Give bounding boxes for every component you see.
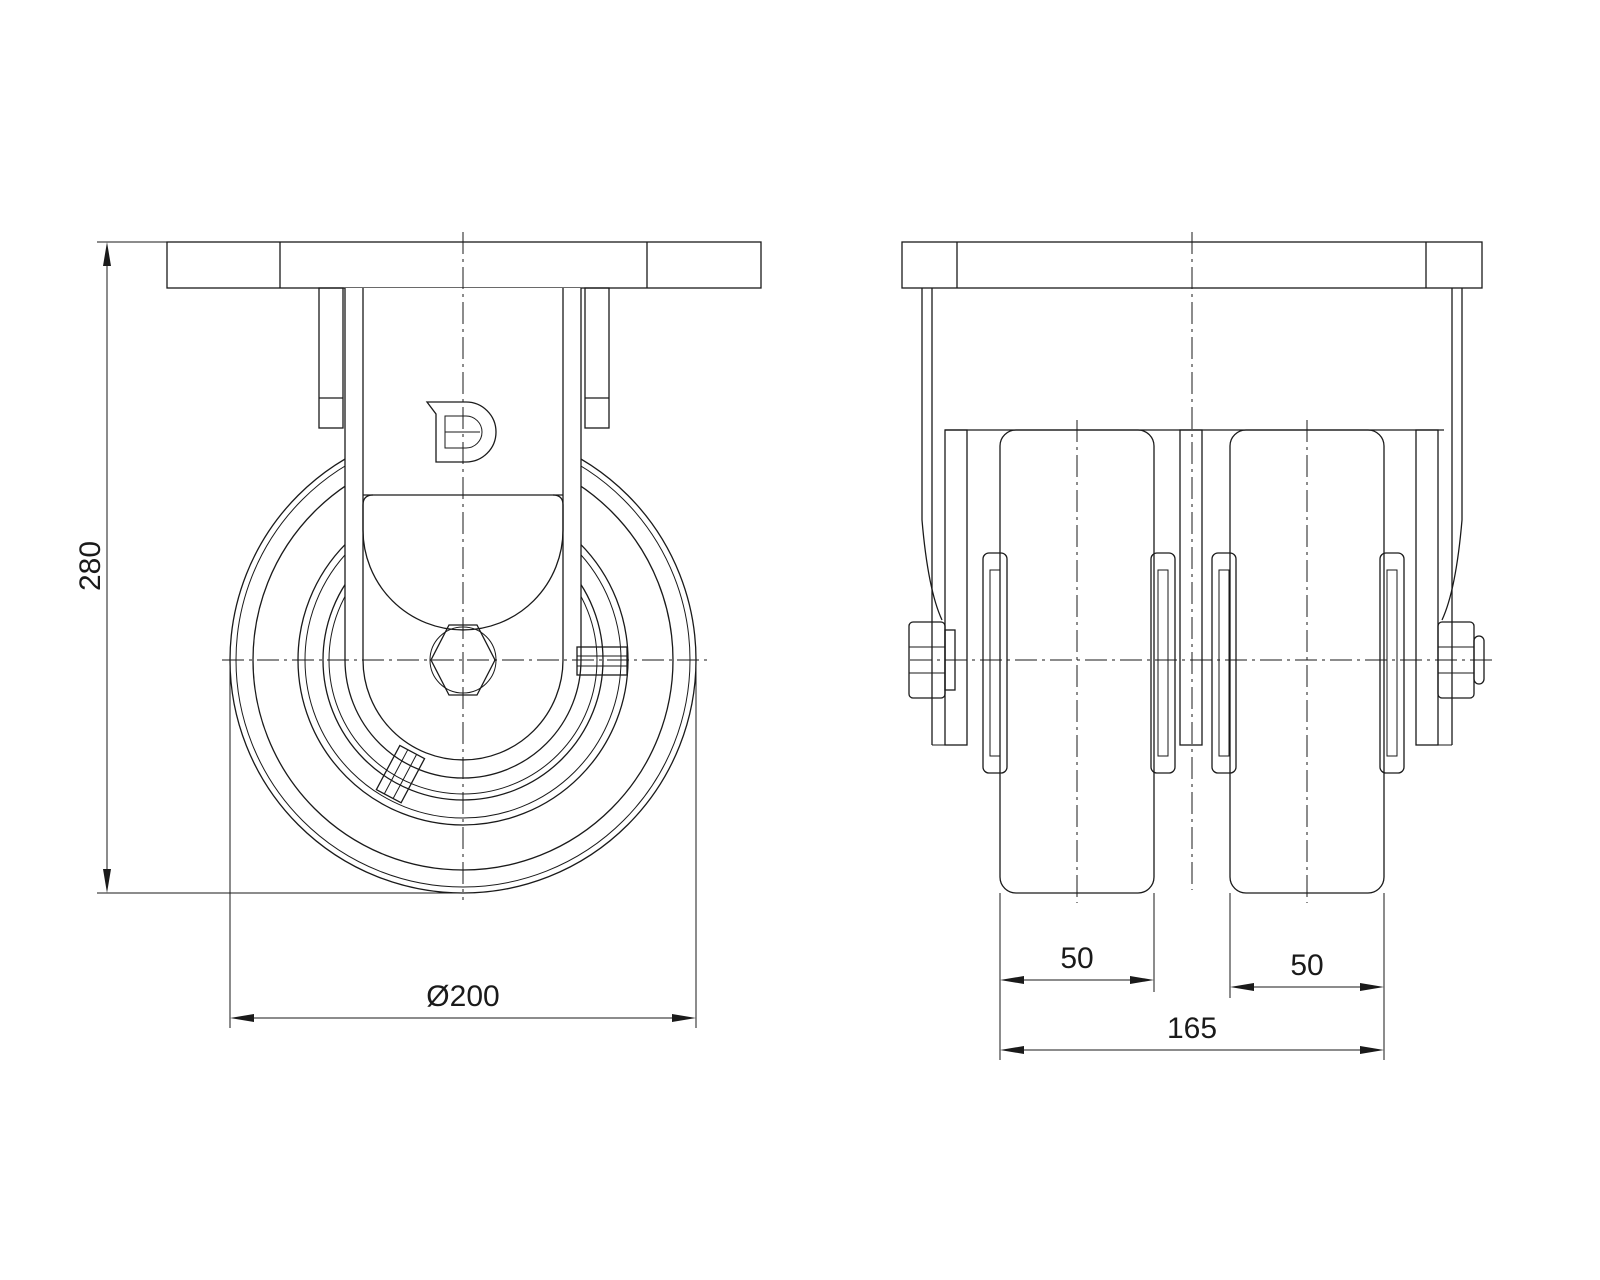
overall-width-label: 165 (1167, 1012, 1217, 1045)
D-logo-icon (425, 401, 497, 463)
left-wheel-width-dimension: 50 (999, 893, 1155, 1060)
side-wheel-left (982, 420, 1176, 903)
left-wheel-width-label: 50 (1060, 942, 1093, 975)
front-view: 280 Ø200 (74, 232, 762, 1028)
right-wheel-width-label: 50 (1290, 949, 1323, 982)
side-wheel-right (1211, 420, 1405, 903)
diameter-dimension: Ø200 (229, 660, 697, 1028)
front-fork-side-plates (318, 287, 610, 429)
front-top-plate (166, 241, 762, 289)
side-view: 50 50 165 (901, 232, 1494, 1060)
overall-width-dimension: 165 (1000, 1012, 1384, 1054)
right-wheel-width-dimension: 50 (1229, 893, 1385, 1060)
side-bracket (921, 288, 1463, 746)
diameter-dimension-label: Ø200 (426, 980, 499, 1013)
height-dimension-label: 280 (74, 541, 107, 591)
height-dimension: 280 (74, 241, 463, 894)
front-wheel-spokes (375, 646, 628, 804)
